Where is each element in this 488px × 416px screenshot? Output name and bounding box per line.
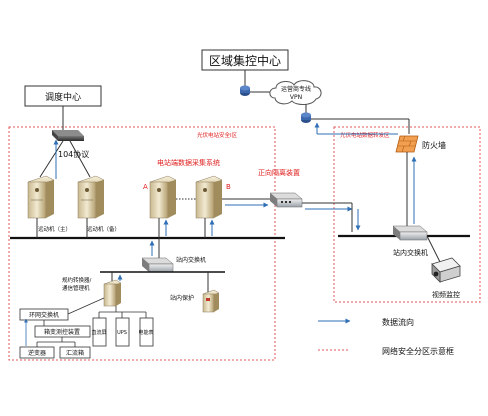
firewall-icon	[395, 135, 419, 153]
collection-server-a-icon	[149, 175, 177, 219]
pv-data-zone-box	[333, 126, 481, 303]
dispatch-switch-icon	[52, 130, 84, 141]
region-center-title: 区域集控中心	[209, 53, 281, 68]
collection-system-label: 电站端数据采集系统	[157, 158, 220, 167]
collection-server-b-icon	[195, 175, 223, 219]
device-rect-label: 直流屏	[91, 329, 106, 336]
device-meter-label: 电能表	[138, 329, 153, 336]
protocol-104-label: 104协议	[58, 149, 89, 159]
station-protection-label: 站内保护	[170, 294, 194, 302]
vpn-label-line2: VPN	[290, 94, 302, 101]
inverter-box	[19, 346, 55, 359]
label-a: A	[143, 183, 148, 191]
legend-flow-label: 数据流向	[382, 317, 414, 327]
firewall-label: 防火墙	[422, 140, 446, 150]
device-ups-box	[115, 317, 130, 347]
station-switch-right-icon	[392, 225, 428, 241]
router-right-icon	[301, 112, 311, 123]
pv-data-zone-label: 光伏电站数据转发区	[340, 131, 390, 139]
ring-switch-label: 环网交换机	[29, 311, 59, 319]
video-camera-icon	[431, 257, 461, 283]
converter-label-line1: 规约转换器/	[62, 276, 92, 284]
station-switch-right-label: 站内交换机	[393, 248, 428, 257]
box-monitor-box	[34, 325, 91, 338]
converter-device-icon	[103, 279, 122, 307]
device-ups-label: UPS	[117, 330, 127, 336]
box-monitor-label: 箱变测控装置	[44, 328, 80, 336]
remote-main-label: 远动机（主）	[38, 225, 71, 233]
combiner-box	[59, 346, 91, 359]
video-label: 视频监控	[432, 290, 460, 299]
station-switch-left-label: 站内交换机	[176, 256, 206, 264]
forward-isolation-label: 正向隔离装置	[258, 168, 300, 177]
legend-zone-label: 网络安全分区示意框	[382, 346, 454, 356]
station-protection-icon	[202, 289, 220, 313]
forward-isolation-icon	[269, 192, 303, 208]
pv-safety-zone-label: 光伏电站安全I区	[197, 131, 238, 139]
remote-backup-label: 远动机（备）	[87, 225, 120, 233]
router-icon	[240, 85, 250, 96]
combiner-label: 汇流箱	[66, 349, 84, 357]
label-b: B	[226, 183, 231, 191]
vpn-cloud-icon	[269, 80, 322, 105]
converter-label-line2: 通信管理机	[62, 284, 90, 292]
device-rect-box	[92, 317, 107, 347]
dispatch-center-title: 调度中心	[45, 91, 81, 103]
remote-backup-server-icon	[77, 175, 105, 219]
pv-safety-zone-box	[8, 126, 276, 361]
inverter-label: 逆变器	[28, 349, 46, 357]
station-switch-left-icon	[141, 257, 174, 273]
vpn-label-line1: 运营商专线	[281, 85, 311, 93]
device-meter-box	[139, 317, 154, 347]
remote-main-server-icon	[27, 175, 55, 219]
